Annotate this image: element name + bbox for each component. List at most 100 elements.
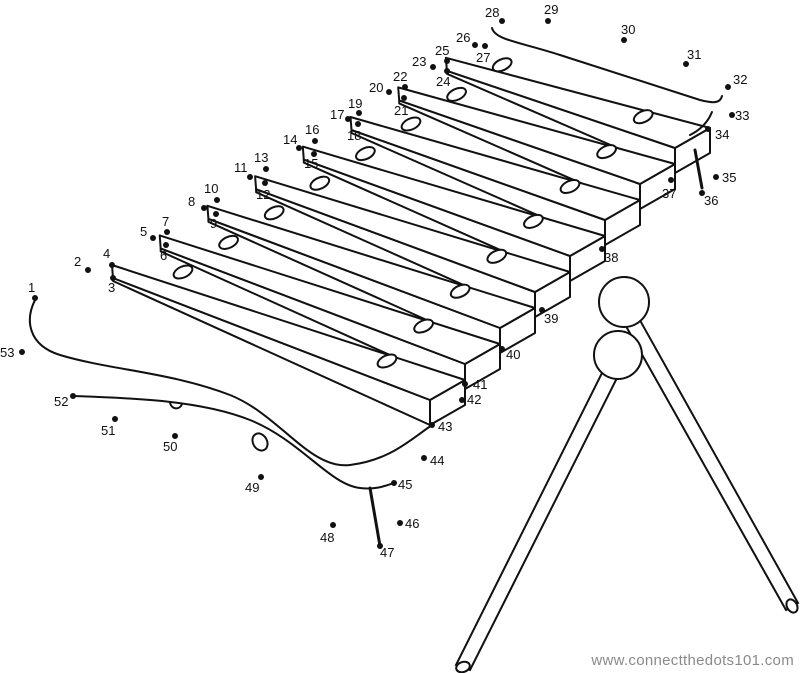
dot-22[interactable]: 22 — [393, 69, 408, 90]
dot-40[interactable]: 40 — [499, 346, 520, 362]
dot-44[interactable]: 44 — [421, 453, 444, 468]
dot-marker[interactable] — [262, 180, 268, 186]
dot-marker[interactable] — [444, 68, 450, 74]
dot-marker[interactable] — [401, 95, 407, 101]
dot-51[interactable]: 51 — [101, 416, 118, 438]
dot-marker[interactable] — [391, 480, 397, 486]
dot-35[interactable]: 35 — [713, 170, 736, 185]
dot-10[interactable]: 10 — [204, 181, 220, 203]
dot-42[interactable]: 42 — [459, 392, 481, 407]
dot-4[interactable]: 4 — [103, 246, 115, 268]
dot-33[interactable]: 33 — [729, 108, 749, 123]
dot-6[interactable]: 6 — [160, 242, 169, 263]
dot-49[interactable]: 49 — [245, 474, 264, 495]
dot-marker[interactable] — [621, 37, 627, 43]
dot-marker[interactable] — [19, 349, 25, 355]
dot-marker[interactable] — [70, 393, 76, 399]
dot-29[interactable]: 29 — [544, 2, 558, 24]
dot-32[interactable]: 32 — [725, 72, 747, 90]
dot-marker[interactable] — [499, 18, 505, 24]
dot-3[interactable]: 3 — [108, 275, 116, 295]
dot-marker[interactable] — [683, 61, 689, 67]
dot-marker[interactable] — [459, 397, 465, 403]
dot-14[interactable]: 14 — [283, 132, 302, 151]
dot-7[interactable]: 7 — [162, 214, 170, 235]
dot-17[interactable]: 17 — [330, 107, 351, 122]
dot-marker[interactable] — [296, 145, 302, 151]
dot-marker[interactable] — [397, 520, 403, 526]
dot-21[interactable]: 21 — [394, 95, 408, 118]
dot-marker[interactable] — [172, 433, 178, 439]
dot-marker[interactable] — [377, 543, 383, 549]
dot-marker[interactable] — [430, 64, 436, 70]
dot-39[interactable]: 39 — [539, 307, 558, 326]
dot-20[interactable]: 20 — [369, 80, 392, 95]
dot-marker[interactable] — [705, 126, 711, 132]
dot-marker[interactable] — [355, 121, 361, 127]
dot-marker[interactable] — [356, 110, 362, 116]
dot-19[interactable]: 19 — [348, 96, 362, 116]
dot-9[interactable]: 9 — [210, 211, 219, 231]
dot-27[interactable]: 27 — [476, 43, 490, 65]
dot-marker[interactable] — [258, 474, 264, 480]
dot-marker[interactable] — [725, 84, 731, 90]
dot-marker[interactable] — [311, 151, 317, 157]
dot-52[interactable]: 52 — [54, 393, 76, 409]
dot-marker[interactable] — [150, 235, 156, 241]
dot-marker[interactable] — [482, 43, 488, 49]
dot-marker[interactable] — [713, 174, 719, 180]
dot-marker[interactable] — [402, 84, 408, 90]
dot-41[interactable]: 41 — [462, 377, 487, 392]
dot-37[interactable]: 37 — [662, 177, 676, 201]
dot-48[interactable]: 48 — [320, 522, 336, 545]
dot-marker[interactable] — [164, 229, 170, 235]
dot-50[interactable]: 50 — [163, 433, 178, 454]
dot-38[interactable]: 38 — [599, 246, 618, 265]
dot-2[interactable]: 2 — [74, 254, 91, 273]
website-url[interactable]: www.connectthedots101.com — [591, 652, 794, 669]
dot-marker[interactable] — [85, 267, 91, 273]
dot-18[interactable]: 18 — [347, 121, 361, 143]
dot-23[interactable]: 23 — [412, 54, 436, 70]
dot-marker[interactable] — [247, 174, 253, 180]
dot-marker[interactable] — [429, 422, 435, 428]
dot-31[interactable]: 31 — [683, 47, 701, 67]
dot-marker[interactable] — [345, 116, 351, 122]
dot-43[interactable]: 43 — [429, 419, 452, 434]
dot-marker[interactable] — [112, 416, 118, 422]
dot-34[interactable]: 34 — [705, 126, 729, 142]
dot-46[interactable]: 46 — [397, 516, 419, 531]
dot-marker[interactable] — [462, 381, 468, 387]
dot-marker[interactable] — [201, 205, 207, 211]
dot-25[interactable]: 25 — [435, 43, 450, 64]
dot-marker[interactable] — [668, 177, 674, 183]
dot-marker[interactable] — [729, 112, 735, 118]
dot-marker[interactable] — [110, 275, 116, 281]
dot-11[interactable]: 11 — [234, 160, 253, 180]
dot-marker[interactable] — [599, 246, 605, 252]
dot-12[interactable]: 12 — [256, 180, 270, 202]
dot-24[interactable]: 24 — [436, 68, 450, 89]
dot-45[interactable]: 45 — [391, 477, 412, 492]
dot-marker[interactable] — [472, 42, 478, 48]
dot-15[interactable]: 15 — [304, 151, 318, 171]
dot-8[interactable]: 8 — [188, 194, 207, 211]
dot-marker[interactable] — [214, 197, 220, 203]
dot-53[interactable]: 53 — [0, 345, 25, 360]
dot-marker[interactable] — [545, 18, 551, 24]
dot-marker[interactable] — [421, 455, 427, 461]
dot-marker[interactable] — [263, 166, 269, 172]
dot-30[interactable]: 30 — [621, 22, 635, 43]
dot-26[interactable]: 26 — [456, 30, 478, 48]
dot-47[interactable]: 47 — [377, 543, 394, 560]
dot-marker[interactable] — [109, 262, 115, 268]
dot-1[interactable]: 1 — [28, 280, 38, 301]
dot-marker[interactable] — [386, 89, 392, 95]
dot-5[interactable]: 5 — [140, 224, 156, 241]
dot-marker[interactable] — [213, 211, 219, 217]
dot-marker[interactable] — [539, 307, 545, 313]
dot-marker[interactable] — [499, 346, 505, 352]
dot-marker[interactable] — [444, 58, 450, 64]
dot-marker[interactable] — [330, 522, 336, 528]
dot-36[interactable]: 36 — [699, 190, 718, 208]
